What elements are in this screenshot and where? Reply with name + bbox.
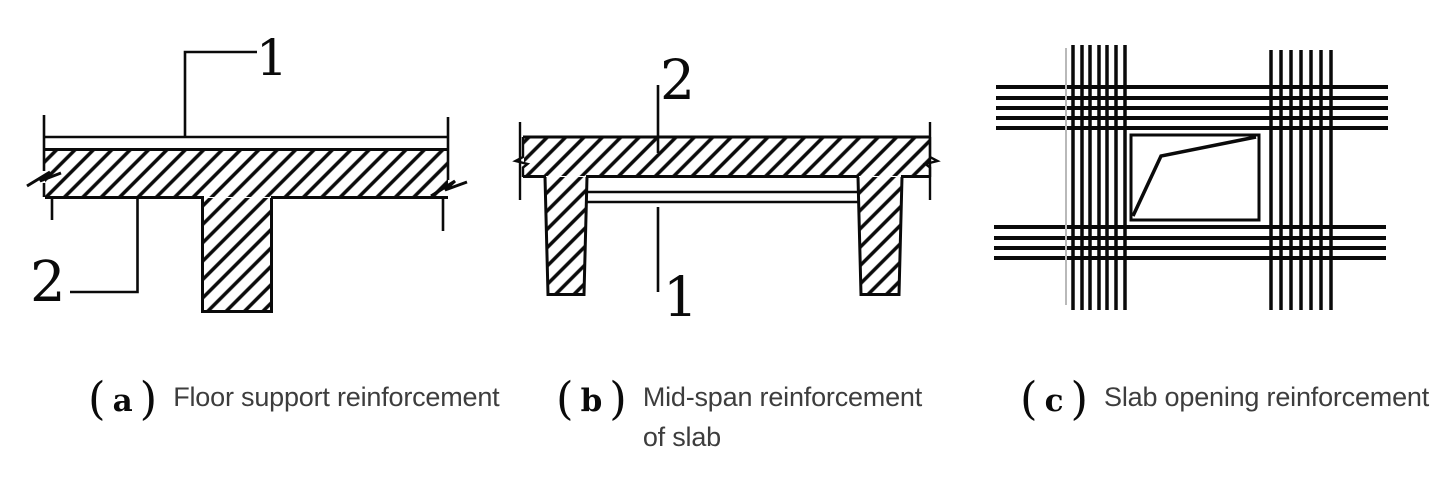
fig-a-leader-1 — [183, 50, 257, 136]
caption-a-label: ( a ) — [88, 372, 157, 424]
caption-c-close-paren: ) — [1070, 371, 1089, 425]
caption-c-letter: c — [1044, 382, 1064, 419]
fig-a-beam-stem-outline — [201, 198, 273, 313]
fig-b-left-break-mark — [512, 137, 531, 177]
fig-c-top-bar-band — [996, 85, 1388, 130]
caption-a-open-paren: ( — [88, 371, 106, 425]
caption-b-text-line1: Mid-span reinforcement — [642, 382, 923, 412]
figure-b-slab-section — [512, 85, 941, 296]
figure-c-opening-grid — [994, 45, 1388, 310]
fig-c-right-bar-band — [1269, 50, 1333, 310]
fig-c-diagonal-bar — [1131, 135, 1257, 217]
caption-b-close-paren: ) — [609, 371, 627, 425]
fig-c-bottom-bar-band — [994, 225, 1386, 260]
caption-a-close-paren: ) — [139, 371, 158, 425]
caption-b-open-paren: ( — [556, 371, 574, 425]
fig-b-slab-hatch — [524, 138, 929, 176]
fig-a-callout-2: 2 — [30, 250, 66, 315]
fig-b-right-beam-hatch — [858, 177, 902, 295]
fig-a-left-break-mark — [26, 170, 62, 188]
fig-b-left-beam-outline — [543, 176, 589, 296]
fig-a-leader-2 — [70, 199, 139, 294]
caption-b-text-line2: of slab — [642, 422, 721, 452]
caption-c: ( c ) Slab opening reinforcement — [1020, 372, 1429, 424]
caption-b: ( b ) Mid-span reinforcement of slab — [556, 372, 922, 457]
caption-c-text: Slab opening reinforcement — [1104, 382, 1430, 412]
caption-c-open-paren: ( — [1020, 371, 1038, 425]
caption-a-letter: a — [112, 382, 133, 419]
fig-c-opening-rect — [1129, 133, 1261, 222]
caption-b-letter: b — [580, 382, 603, 419]
fig-b-callout-1: 1 — [663, 265, 698, 329]
caption-b-label: ( b ) — [556, 372, 627, 424]
fig-a-right-break-mark — [430, 179, 468, 198]
fig-a-callout-1: 1 — [256, 29, 288, 87]
fig-b-right-break-mark — [922, 137, 941, 177]
fig-b-left-beam-hatch — [545, 177, 587, 295]
fig-c-left-bar-band — [1065, 45, 1127, 310]
fig-b-right-beam-outline — [856, 176, 904, 296]
caption-b-text: Mid-span reinforcement of slab — [643, 377, 922, 457]
caption-a: ( a ) Floor support reinforcement — [88, 372, 500, 424]
fig-a-slab-hatch — [45, 150, 448, 197]
fig-b-callout-2: 2 — [660, 48, 695, 112]
caption-c-label: ( c ) — [1020, 372, 1088, 424]
figure-a-t-beam-section — [26, 50, 468, 313]
caption-a-text: Floor support reinforcement — [173, 382, 500, 412]
fig-a-beam-stem-hatch — [204, 198, 270, 311]
